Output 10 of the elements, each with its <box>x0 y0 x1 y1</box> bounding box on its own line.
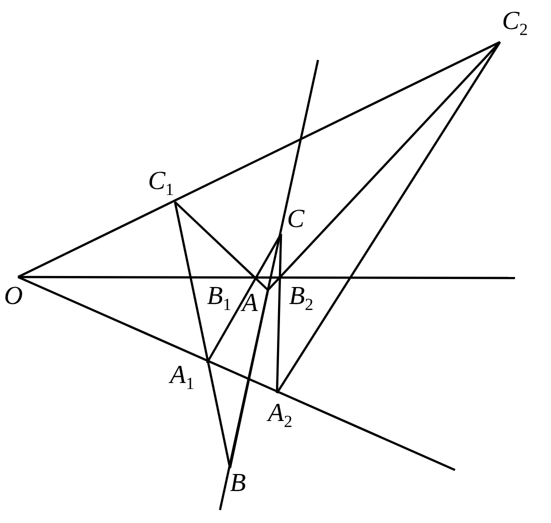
point-label: C <box>287 206 304 232</box>
point-label: B <box>230 470 246 496</box>
point-label: A$_{1}$ <box>170 362 194 392</box>
point-label: A$_{2}$ <box>268 400 292 430</box>
point-label: B$_{2}$ <box>289 283 314 314</box>
point-label: A <box>242 290 258 316</box>
point-label: C$_{2}$ <box>502 8 528 38</box>
point-label: C$_{1}$ <box>148 168 174 198</box>
point-label: B$_{1}$ <box>207 283 232 314</box>
point-label: O <box>4 283 23 309</box>
